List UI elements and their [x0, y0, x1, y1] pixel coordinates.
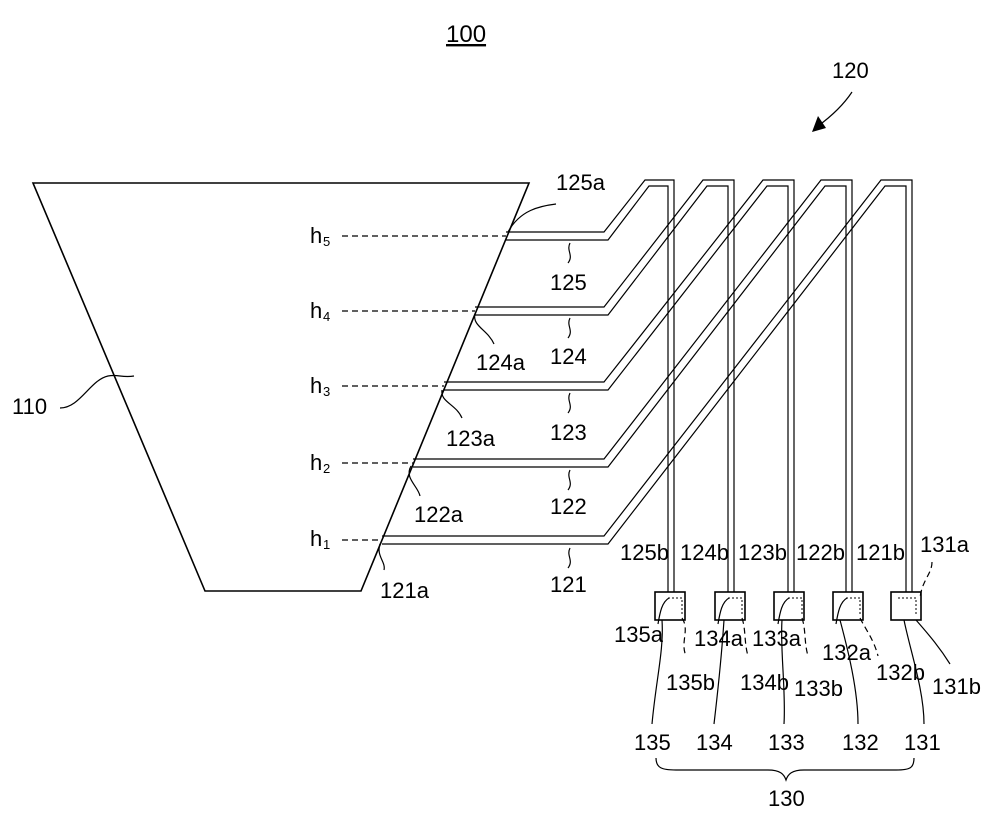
svg-text:4: 4	[323, 309, 330, 324]
group-label: 130	[768, 786, 805, 811]
sensor-box-131	[891, 592, 921, 620]
tip-label-123a: 123a	[442, 390, 496, 451]
sensor-label-131a: 131a	[920, 532, 970, 598]
group-brace	[656, 758, 914, 780]
height-label-4: h 4	[310, 298, 330, 324]
sensor-box-133	[774, 592, 804, 624]
svg-text:135: 135	[634, 730, 671, 755]
probe-tube-121	[382, 180, 912, 592]
probe-label-121: 121	[550, 548, 587, 597]
svg-text:135b: 135b	[666, 670, 715, 695]
sensor-label-135a: 135a	[614, 622, 664, 647]
svg-text:5: 5	[323, 234, 330, 249]
height-label-1: h 1	[310, 526, 330, 552]
height-label-2: h 2	[310, 450, 330, 476]
svg-text:122: 122	[550, 494, 587, 519]
svg-text:123a: 123a	[446, 426, 496, 451]
tip-label-125a: 125a	[508, 170, 606, 232]
svg-text:124a: 124a	[476, 350, 526, 375]
trapezoid-body	[33, 183, 529, 591]
svg-text:124: 124	[550, 344, 587, 369]
svg-text:h: h	[310, 223, 322, 248]
probe-label-124: 124	[550, 318, 587, 369]
probe-tube-125	[506, 180, 674, 592]
svg-text:134: 134	[696, 730, 733, 755]
svg-text:h: h	[310, 298, 322, 323]
probe-tube-124	[475, 180, 734, 592]
sensor-box-135	[655, 592, 685, 624]
end-label-125b: 125b	[620, 540, 669, 565]
probe-label-125: 125	[550, 243, 587, 295]
tip-label-121a: 121a	[379, 544, 430, 603]
svg-text:131b: 131b	[932, 674, 981, 699]
svg-text:134b: 134b	[740, 670, 789, 695]
svg-text:125a: 125a	[556, 170, 606, 195]
svg-text:3: 3	[323, 384, 330, 399]
sensor-box-134	[715, 592, 745, 624]
svg-text:121a: 121a	[380, 578, 430, 603]
end-label-124b: 124b	[680, 540, 729, 565]
probe-label-122: 122	[550, 470, 587, 519]
end-label-122b: 122b	[796, 540, 845, 565]
svg-text:h: h	[310, 526, 322, 551]
svg-text:h: h	[310, 450, 322, 475]
height-label-5: h 5	[310, 223, 330, 249]
svg-text:121: 121	[550, 572, 587, 597]
probe-tube-122	[413, 180, 852, 592]
body-label: 110	[12, 394, 47, 419]
assembly-arrow	[812, 92, 852, 132]
svg-text:123: 123	[550, 420, 587, 445]
end-label-121b: 121b	[856, 540, 905, 565]
height-label-3: h 3	[310, 373, 330, 399]
probe-label-123: 123	[550, 393, 587, 445]
svg-text:h: h	[310, 373, 322, 398]
sensor-label-133a: 133a	[752, 626, 802, 651]
svg-text:131: 131	[904, 730, 941, 755]
figure-number: 100	[446, 21, 486, 48]
tip-label-122a: 122a	[409, 466, 464, 527]
end-label-123b: 123b	[738, 540, 787, 565]
svg-text:133b: 133b	[794, 676, 843, 701]
svg-text:2: 2	[323, 461, 330, 476]
sensor-label-131b: 131b	[916, 620, 981, 699]
svg-text:131a: 131a	[920, 532, 970, 557]
svg-text:133: 133	[768, 730, 805, 755]
svg-text:132b: 132b	[876, 660, 925, 685]
svg-text:125: 125	[550, 270, 587, 295]
sensor-box-132	[833, 592, 863, 624]
tip-label-124a: 124a	[475, 314, 526, 375]
svg-text:1: 1	[323, 537, 330, 552]
svg-text:132: 132	[842, 730, 879, 755]
body-leader	[60, 375, 134, 408]
assembly-label: 120	[832, 58, 869, 83]
svg-text:122a: 122a	[414, 502, 464, 527]
sensor-label-132a: 132a	[822, 640, 872, 665]
sensor-label-134a: 134a	[694, 626, 744, 651]
